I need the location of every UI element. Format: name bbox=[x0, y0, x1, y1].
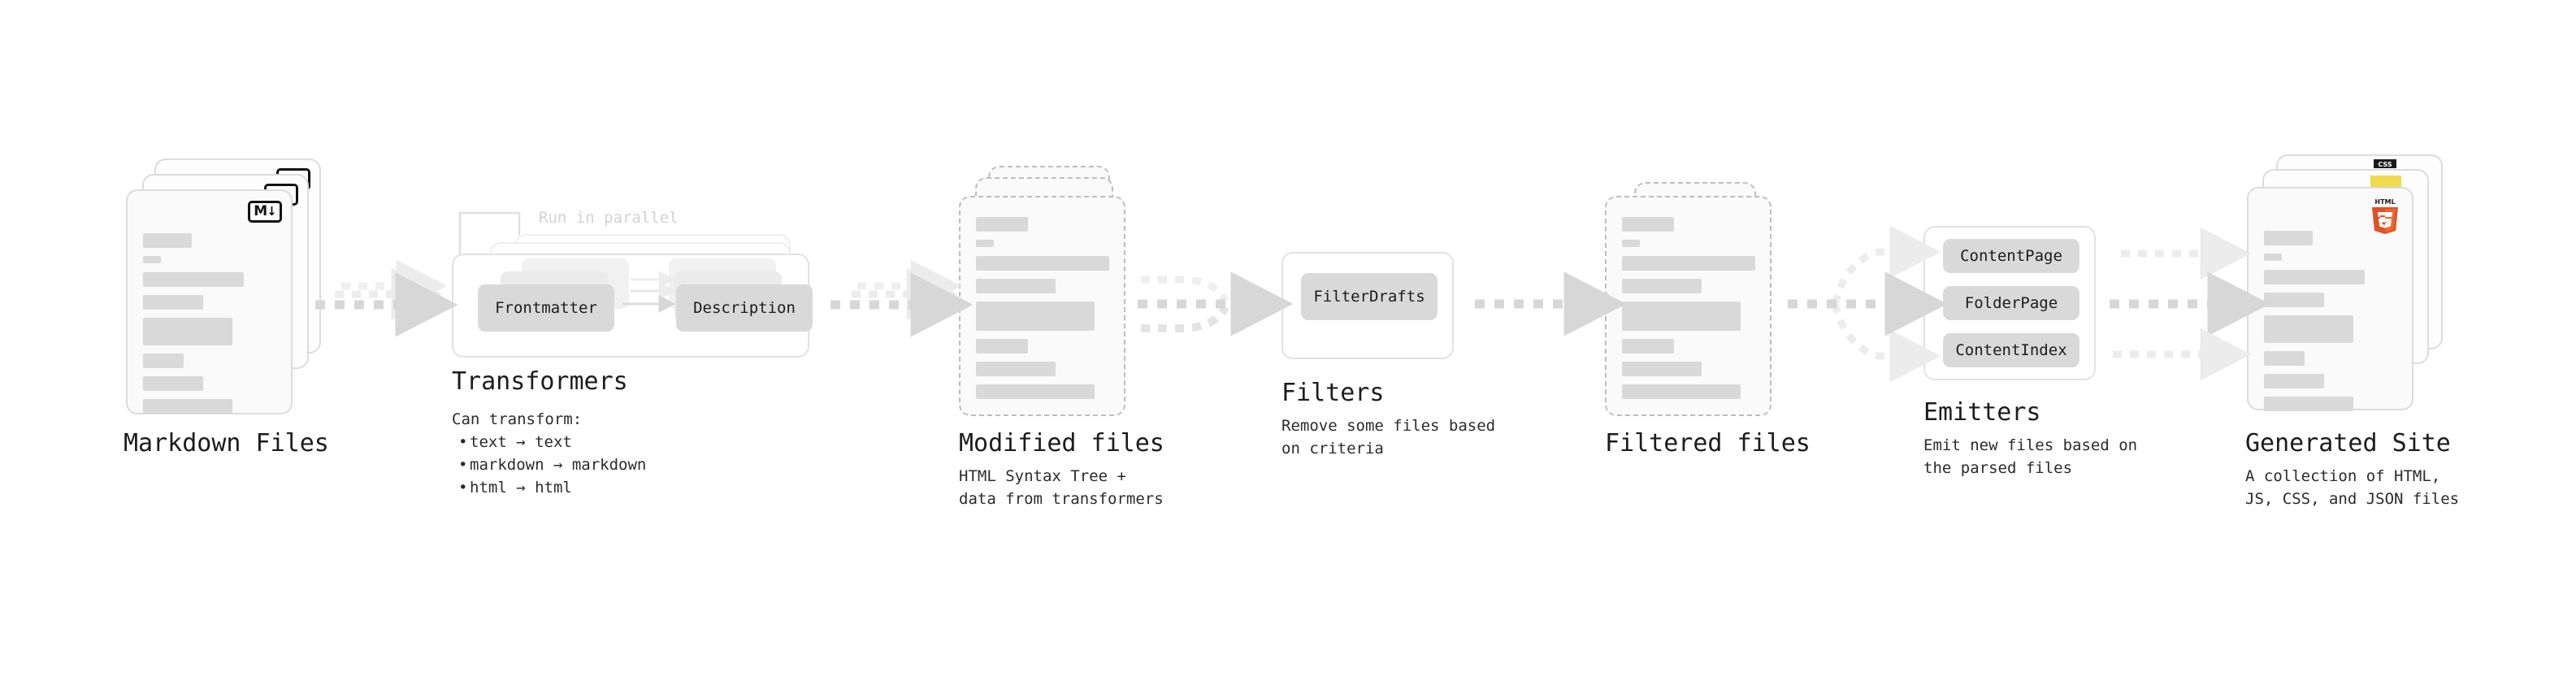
modified-files-caption: HTML Syntax Tree + data from transformer… bbox=[959, 467, 1164, 508]
transformers-bullets: text → text markdown → markdown html → h… bbox=[455, 431, 646, 499]
filters-title: Filters bbox=[1281, 379, 1385, 407]
transformer-chip-frontmatter[interactable]: Frontmatter bbox=[478, 284, 614, 332]
transformers-bullet-html: html → html bbox=[455, 476, 646, 499]
emitter-chip-contentpage[interactable]: ContentPage bbox=[1943, 239, 2079, 273]
markdown-files-title: Markdown Files bbox=[124, 429, 329, 458]
emitters-panel: ContentPage FolderPage ContentIndex bbox=[1923, 226, 2096, 380]
filters-panel: FilterDrafts bbox=[1281, 252, 1454, 359]
modified-files-title: Modified files bbox=[959, 429, 1164, 458]
generated-site-title: Generated Site bbox=[2245, 429, 2451, 458]
transformers-bullet-text: text → text bbox=[455, 431, 646, 453]
markdown-badge-arrow-icon: ↓ bbox=[267, 204, 277, 219]
transformers-group: Frontmatter Description Run in parallel bbox=[452, 195, 837, 358]
emitters-title: Emitters bbox=[1923, 398, 2041, 427]
transformers-title: Transformers bbox=[452, 367, 628, 396]
filtered-files-title: Filtered files bbox=[1605, 429, 1811, 458]
svg-text:HTML: HTML bbox=[2374, 198, 2395, 206]
transformers-bullet-markdown: markdown → markdown bbox=[455, 453, 646, 476]
markdown-file-card-front: M↓ bbox=[126, 189, 293, 414]
generated-site-stack: CSS HTML bbox=[2247, 154, 2466, 431]
markdown-badge-icon: M↓ bbox=[248, 201, 282, 223]
run-in-parallel-label: Run in parallel bbox=[539, 209, 679, 227]
generated-site-caption: A collection of HTML, JS, CSS, and JSON … bbox=[2245, 467, 2460, 508]
markdown-files-stack: M↓ bbox=[126, 158, 329, 427]
html5-icon: HTML bbox=[2369, 197, 2401, 234]
modified-file-card-front bbox=[959, 196, 1125, 416]
modified-files-stack bbox=[959, 163, 1170, 431]
emitter-chip-contentindex[interactable]: ContentIndex bbox=[1943, 333, 2079, 367]
filtered-file-card-front bbox=[1605, 196, 1772, 416]
generated-site-card-front: HTML bbox=[2247, 187, 2413, 411]
connector-emitters-to-site bbox=[2110, 227, 2270, 381]
filtered-files-stack bbox=[1605, 163, 1816, 431]
svg-text:CSS: CSS bbox=[2378, 161, 2392, 168]
transformer-chip-description[interactable]: Description bbox=[676, 284, 813, 332]
filter-chip-filterdrafts[interactable]: FilterDrafts bbox=[1301, 273, 1438, 320]
filters-caption: Remove some files based on criteria bbox=[1281, 417, 1496, 458]
connector-transformers-to-modified bbox=[830, 259, 974, 337]
transformers-caption: Can transform: bbox=[452, 410, 583, 428]
markdown-badge-label: M bbox=[254, 203, 267, 219]
emitter-chip-folderpage[interactable]: FolderPage bbox=[1943, 286, 2079, 320]
emitters-caption: Emit new files based on the parsed files bbox=[1923, 436, 2138, 477]
